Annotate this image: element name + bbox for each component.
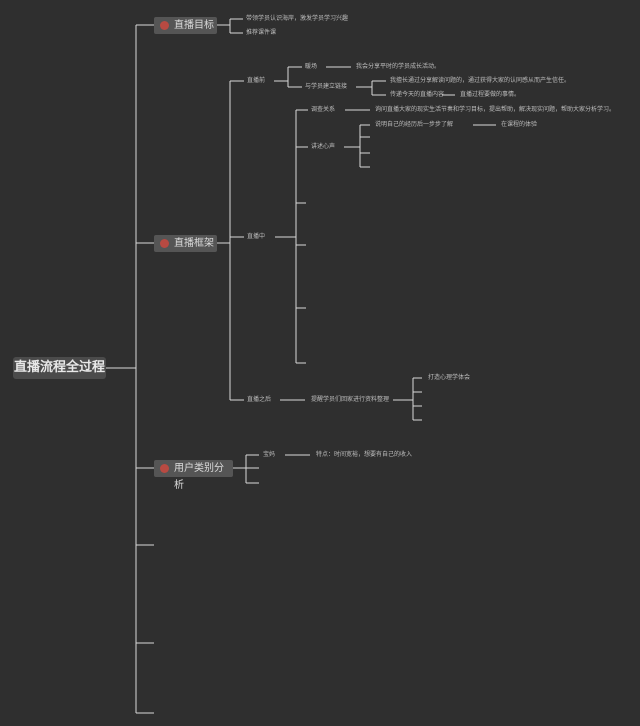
user-type-detail[interactable]: 特点：时间宽裕，想要有自己的收入 — [316, 451, 413, 458]
investigate-node[interactable]: 调查关系 — [311, 106, 336, 113]
during-live-node[interactable]: 直播中 — [247, 233, 266, 240]
topic-goal-label: 直播目标 — [174, 20, 214, 31]
topic-goal[interactable]: 直播目标 — [154, 17, 217, 34]
topic-marker-icon — [160, 21, 169, 30]
investigate-detail[interactable]: 询问直播大家的现实生活节奏和学习目标，提出帮助，解决现实问题，帮助大家分析学习。 — [375, 106, 616, 113]
post-live-sub-detail[interactable]: 打造心理学体会 — [428, 374, 471, 381]
warmup-node[interactable]: 暖场 — [305, 63, 318, 70]
topic-marker-icon — [160, 464, 169, 473]
story-detail[interactable]: 说明自己的经历后一步步了解 — [375, 121, 454, 128]
topic-users-label: 用户类别分析 — [174, 463, 224, 491]
topic-marker-icon — [160, 239, 169, 248]
link-detail[interactable]: 传递今天的直播内容 — [390, 91, 445, 98]
warmup-detail[interactable]: 我会分享平时的学员成长活动。 — [356, 63, 441, 70]
story-node[interactable]: 讲述心声 — [311, 143, 336, 150]
story-sub-detail[interactable]: 在课程的体验 — [501, 121, 538, 128]
topic-framework-label: 直播框架 — [174, 238, 214, 249]
goal-item[interactable]: 推荐课件课 — [246, 29, 277, 36]
topic-framework[interactable]: 直播框架 — [154, 235, 217, 252]
goal-item[interactable]: 带领学员认识海岸，激发学员学习兴趣 — [246, 15, 349, 22]
link-detail[interactable]: 我擅长通过分享解读问题的，通过获得大家的认同感从而产生信任。 — [390, 77, 571, 84]
post-live-detail[interactable]: 提醒学员们回家进行资料整理 — [311, 396, 390, 403]
post-live-node[interactable]: 直播之后 — [247, 396, 272, 403]
user-type-node[interactable]: 宝妈 — [263, 451, 276, 458]
link-sub-detail[interactable]: 直播过程要做的事情。 — [460, 91, 521, 98]
link-node[interactable]: 与学员建立链接 — [305, 83, 348, 90]
root-node[interactable]: 直播流程全过程 — [13, 357, 106, 379]
topic-users[interactable]: 用户类别分析 — [154, 460, 233, 491]
pre-live-node[interactable]: 直播前 — [247, 77, 266, 84]
